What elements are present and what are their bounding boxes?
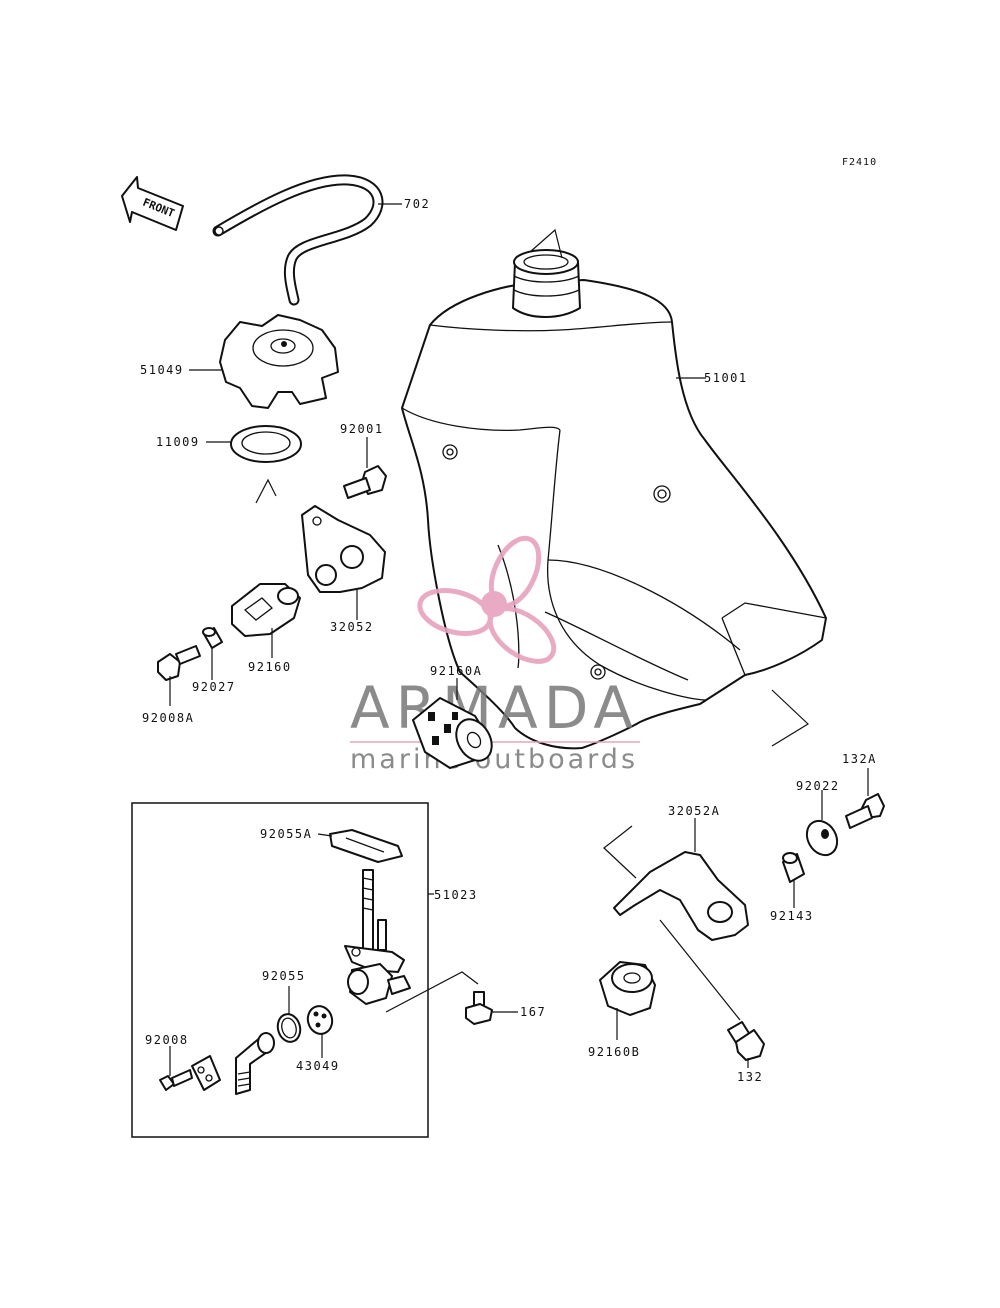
part-92008-screw	[159, 1055, 221, 1091]
part-fuel-cock-lever	[235, 1032, 275, 1095]
label-92160B: 92160B	[588, 1045, 640, 1059]
watermark-tagline: marine outboards	[350, 744, 638, 775]
label-43049: 43049	[296, 1059, 340, 1073]
label-92055A: 92055A	[260, 827, 312, 841]
label-92022: 92022	[796, 779, 840, 793]
label-51023: 51023	[434, 888, 478, 902]
label-702: 702	[404, 197, 430, 211]
label-92160: 92160	[248, 660, 292, 674]
part-51023-fuel-cock	[344, 869, 479, 1013]
label-11009: 11009	[156, 435, 200, 449]
part-11009-gasket	[230, 425, 302, 504]
armada-logo	[417, 535, 557, 664]
figure-code: F2410	[842, 157, 877, 168]
label-92008A: 92008A	[142, 711, 194, 725]
label-51001: 51001	[704, 371, 748, 385]
label-132A: 132A	[842, 752, 877, 766]
part-51049-fuel-cap	[219, 314, 339, 409]
inset-box-51023	[131, 802, 429, 1138]
label-32052: 32052	[330, 620, 374, 634]
part-92008A-bolt	[157, 645, 201, 681]
label-51049: 51049	[140, 363, 184, 377]
part-43049-filter-plate	[306, 1005, 334, 1035]
part-167-bolt	[465, 991, 493, 1025]
part-92160B-damper	[599, 961, 656, 1016]
label-92001: 92001	[340, 422, 384, 436]
part-92160A-damper	[412, 697, 493, 769]
label-92160A: 92160A	[430, 664, 482, 678]
label-92055: 92055	[262, 969, 306, 983]
label-92143: 92143	[770, 909, 814, 923]
label-92008: 92008	[145, 1033, 189, 1047]
label-167: 167	[520, 1005, 546, 1019]
label-92027: 92027	[192, 680, 236, 694]
part-32052A-bracket	[603, 825, 749, 1021]
leader-92055A	[317, 833, 333, 837]
part-92160-damper	[231, 583, 301, 637]
part-92001-bolt	[343, 465, 387, 499]
label-132: 132	[737, 1070, 763, 1084]
part-32052-bracket	[301, 505, 386, 593]
part-92027-collar	[202, 627, 223, 649]
label-32052A: 32052A	[668, 804, 720, 818]
part-702-breather-hose	[212, 174, 384, 306]
part-92022-washer	[805, 819, 839, 857]
part-132-bolt	[727, 1021, 765, 1061]
part-92055-o-ring	[276, 1013, 302, 1043]
part-51001-fuel-tank	[401, 228, 827, 750]
part-132A-bolt	[845, 793, 885, 829]
watermark-brand: ARMADA	[350, 674, 639, 742]
part-92143-collar	[782, 852, 805, 883]
part-92055A-gasket	[329, 829, 403, 863]
front-arrow-icon: FRONT	[121, 176, 184, 231]
